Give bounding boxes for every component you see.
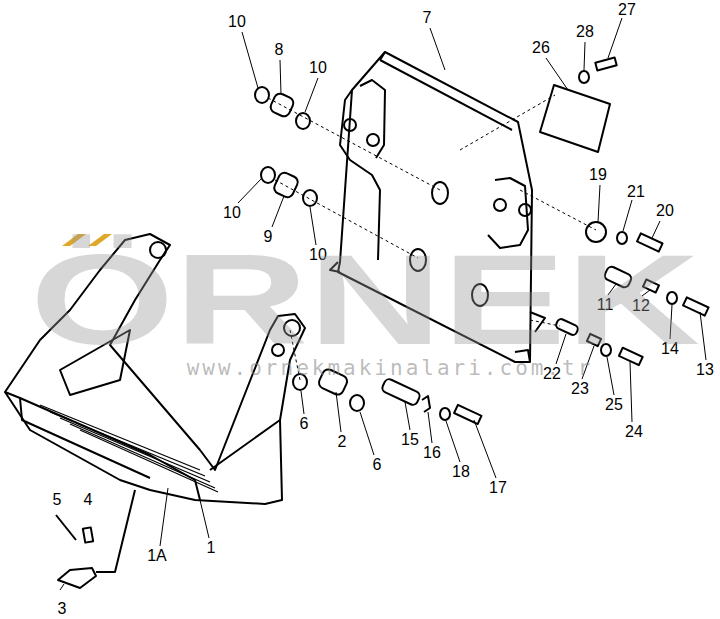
callout-number: 4 [84,492,93,508]
callout-number: 17 [489,480,507,496]
callout-number: 27 [618,2,636,18]
callout-number: 19 [589,167,607,183]
callout-number: 15 [401,432,419,448]
callout-number: 1 [207,540,216,556]
callout-number: 10 [223,205,241,221]
callout-number: 25 [605,397,623,413]
callout-number: 7 [423,10,432,26]
callout-number: 6 [373,457,382,473]
callout-number: 3 [58,601,67,617]
callout-number: 8 [275,42,284,58]
callout-number: 6 [300,416,309,432]
callout-number: 24 [625,424,643,440]
callout-number: 1A [147,548,167,564]
watermark-url: www.ornekmakinalari.com.tr [187,358,594,379]
callout-number: 18 [452,464,470,480]
callout-number: 2 [338,434,347,450]
callout-number: 10 [228,14,246,30]
callout-number: 21 [627,184,645,200]
callout-number: 28 [576,24,594,40]
watermark: ÖRNEK [30,235,700,363]
callout-number: 23 [571,381,589,397]
callout-number: 5 [53,492,62,508]
callout-number: 13 [696,362,714,378]
callout-number: 26 [532,40,550,56]
callout-number: 16 [423,445,441,461]
callout-number: 20 [656,203,674,219]
callout-number: 10 [309,60,327,76]
